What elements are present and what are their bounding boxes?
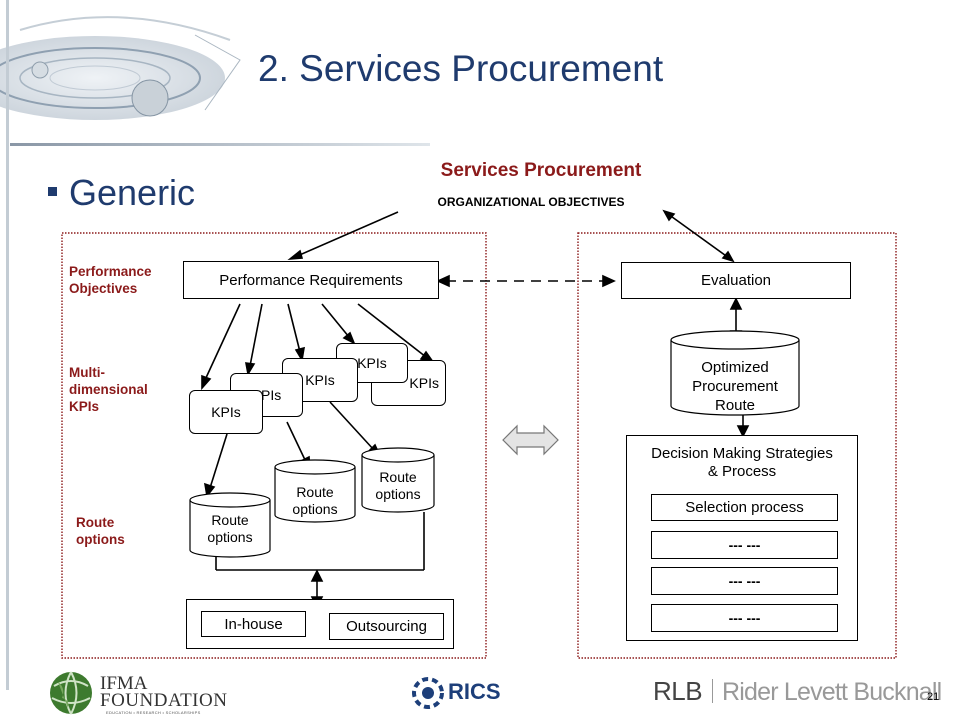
label-line: Objectives [69, 281, 138, 296]
route-line: options [292, 501, 338, 517]
bullet-generic: Generic [48, 172, 195, 214]
ifma-tagline: EDUCATION • RESEARCH • SCHOLARSHIPS [106, 710, 201, 715]
ifma-line1: IFMA [100, 673, 148, 694]
org-objectives: ORGANIZATIONAL OBJECTIVES [437, 195, 625, 209]
evaluation-box: Evaluation [621, 262, 851, 299]
placeholder-text: --- --- [728, 537, 761, 553]
route-option-3: Route options [362, 469, 434, 503]
route-line: options [207, 529, 253, 545]
rlb-logo: RLB Rider Levett Bucknall [653, 676, 942, 710]
kpi-text: KPIs [409, 375, 439, 391]
route-line: Route [211, 512, 249, 528]
bullet-marker [48, 186, 57, 196]
ifma-line2: FOUNDATION [100, 690, 228, 711]
slide-title: 2. Services Procurement [258, 48, 664, 89]
label-multidimensional-kpis: Multi- dimensional KPIs [69, 364, 148, 415]
evaluation-text: Evaluation [700, 272, 772, 289]
label-line: Multi- [69, 365, 105, 380]
label-line: options [76, 532, 125, 547]
label-line: Route [76, 515, 115, 530]
rics-logo: RICS [408, 673, 518, 713]
route-line: Route [379, 469, 417, 485]
label-route-options: Route options [76, 514, 125, 548]
route-cylinders [189, 330, 800, 558]
optimized-route-cylinder: Optimized Procurement Route [671, 358, 799, 415]
ifma-foundation-logo: IFMA FOUNDATION EDUCATION • RESEARCH • S… [48, 670, 278, 718]
inhouse-box: In-house [201, 611, 306, 637]
placeholder-step-2: --- --- [651, 567, 838, 595]
route-line: options [375, 486, 421, 502]
header-rule [10, 143, 430, 146]
rics-text: RICS [448, 679, 501, 704]
diagram-title: Services Procurement [440, 160, 642, 181]
selection-process-box: Selection process [651, 494, 838, 521]
placeholder-text: --- --- [728, 573, 761, 589]
label-performance-objectives: Performance Objectives [69, 263, 152, 297]
rlb-divider [711, 679, 713, 703]
placeholder-text: --- --- [728, 610, 761, 626]
decision-line: Decision Making Strategies [651, 445, 833, 462]
placeholder-step-1: --- --- [651, 531, 838, 559]
label-line: KPIs [69, 399, 100, 414]
outsourcing-text: Outsourcing [346, 618, 427, 635]
right-frame [577, 232, 897, 659]
ifma-globe-icon [50, 671, 92, 715]
decision-line: & Process [707, 463, 777, 480]
page-number: 21 [927, 691, 940, 703]
route-option-1: Route options [190, 512, 270, 546]
bullet-text: Generic [69, 172, 196, 213]
rlb-abbr: RLB [653, 676, 703, 706]
route-option-2: Route options [275, 484, 355, 518]
kpi-box-1: KPIs [189, 390, 263, 434]
selection-process-text: Selection process [685, 499, 804, 516]
rics-emblem-icon [412, 677, 444, 709]
outsourcing-box: Outsourcing [329, 613, 444, 640]
header-globe-art [0, 16, 241, 120]
left-rule [6, 0, 9, 690]
performance-requirements-box: Performance Requirements [183, 261, 439, 299]
optimized-line: Optimized [701, 359, 769, 376]
double-block-arrow [502, 424, 559, 456]
optimized-line: Procurement Route [692, 378, 778, 414]
left-frame [61, 232, 487, 659]
performance-requirements-text: Performance Requirements [219, 271, 403, 289]
label-line: dimensional [69, 382, 148, 397]
kpi-text: KPIs [305, 372, 335, 388]
rlb-name: Rider Levett Bucknall [721, 678, 942, 706]
placeholder-step-3: --- --- [651, 604, 838, 632]
label-line: Performance [69, 264, 152, 279]
decision-heading: Decision Making Strategies & Process [651, 445, 833, 481]
route-line: Route [296, 484, 334, 500]
kpi-text: KPIs [357, 355, 387, 371]
inhouse-text: In-house [224, 615, 283, 633]
kpi-text: KPIs [211, 404, 241, 420]
